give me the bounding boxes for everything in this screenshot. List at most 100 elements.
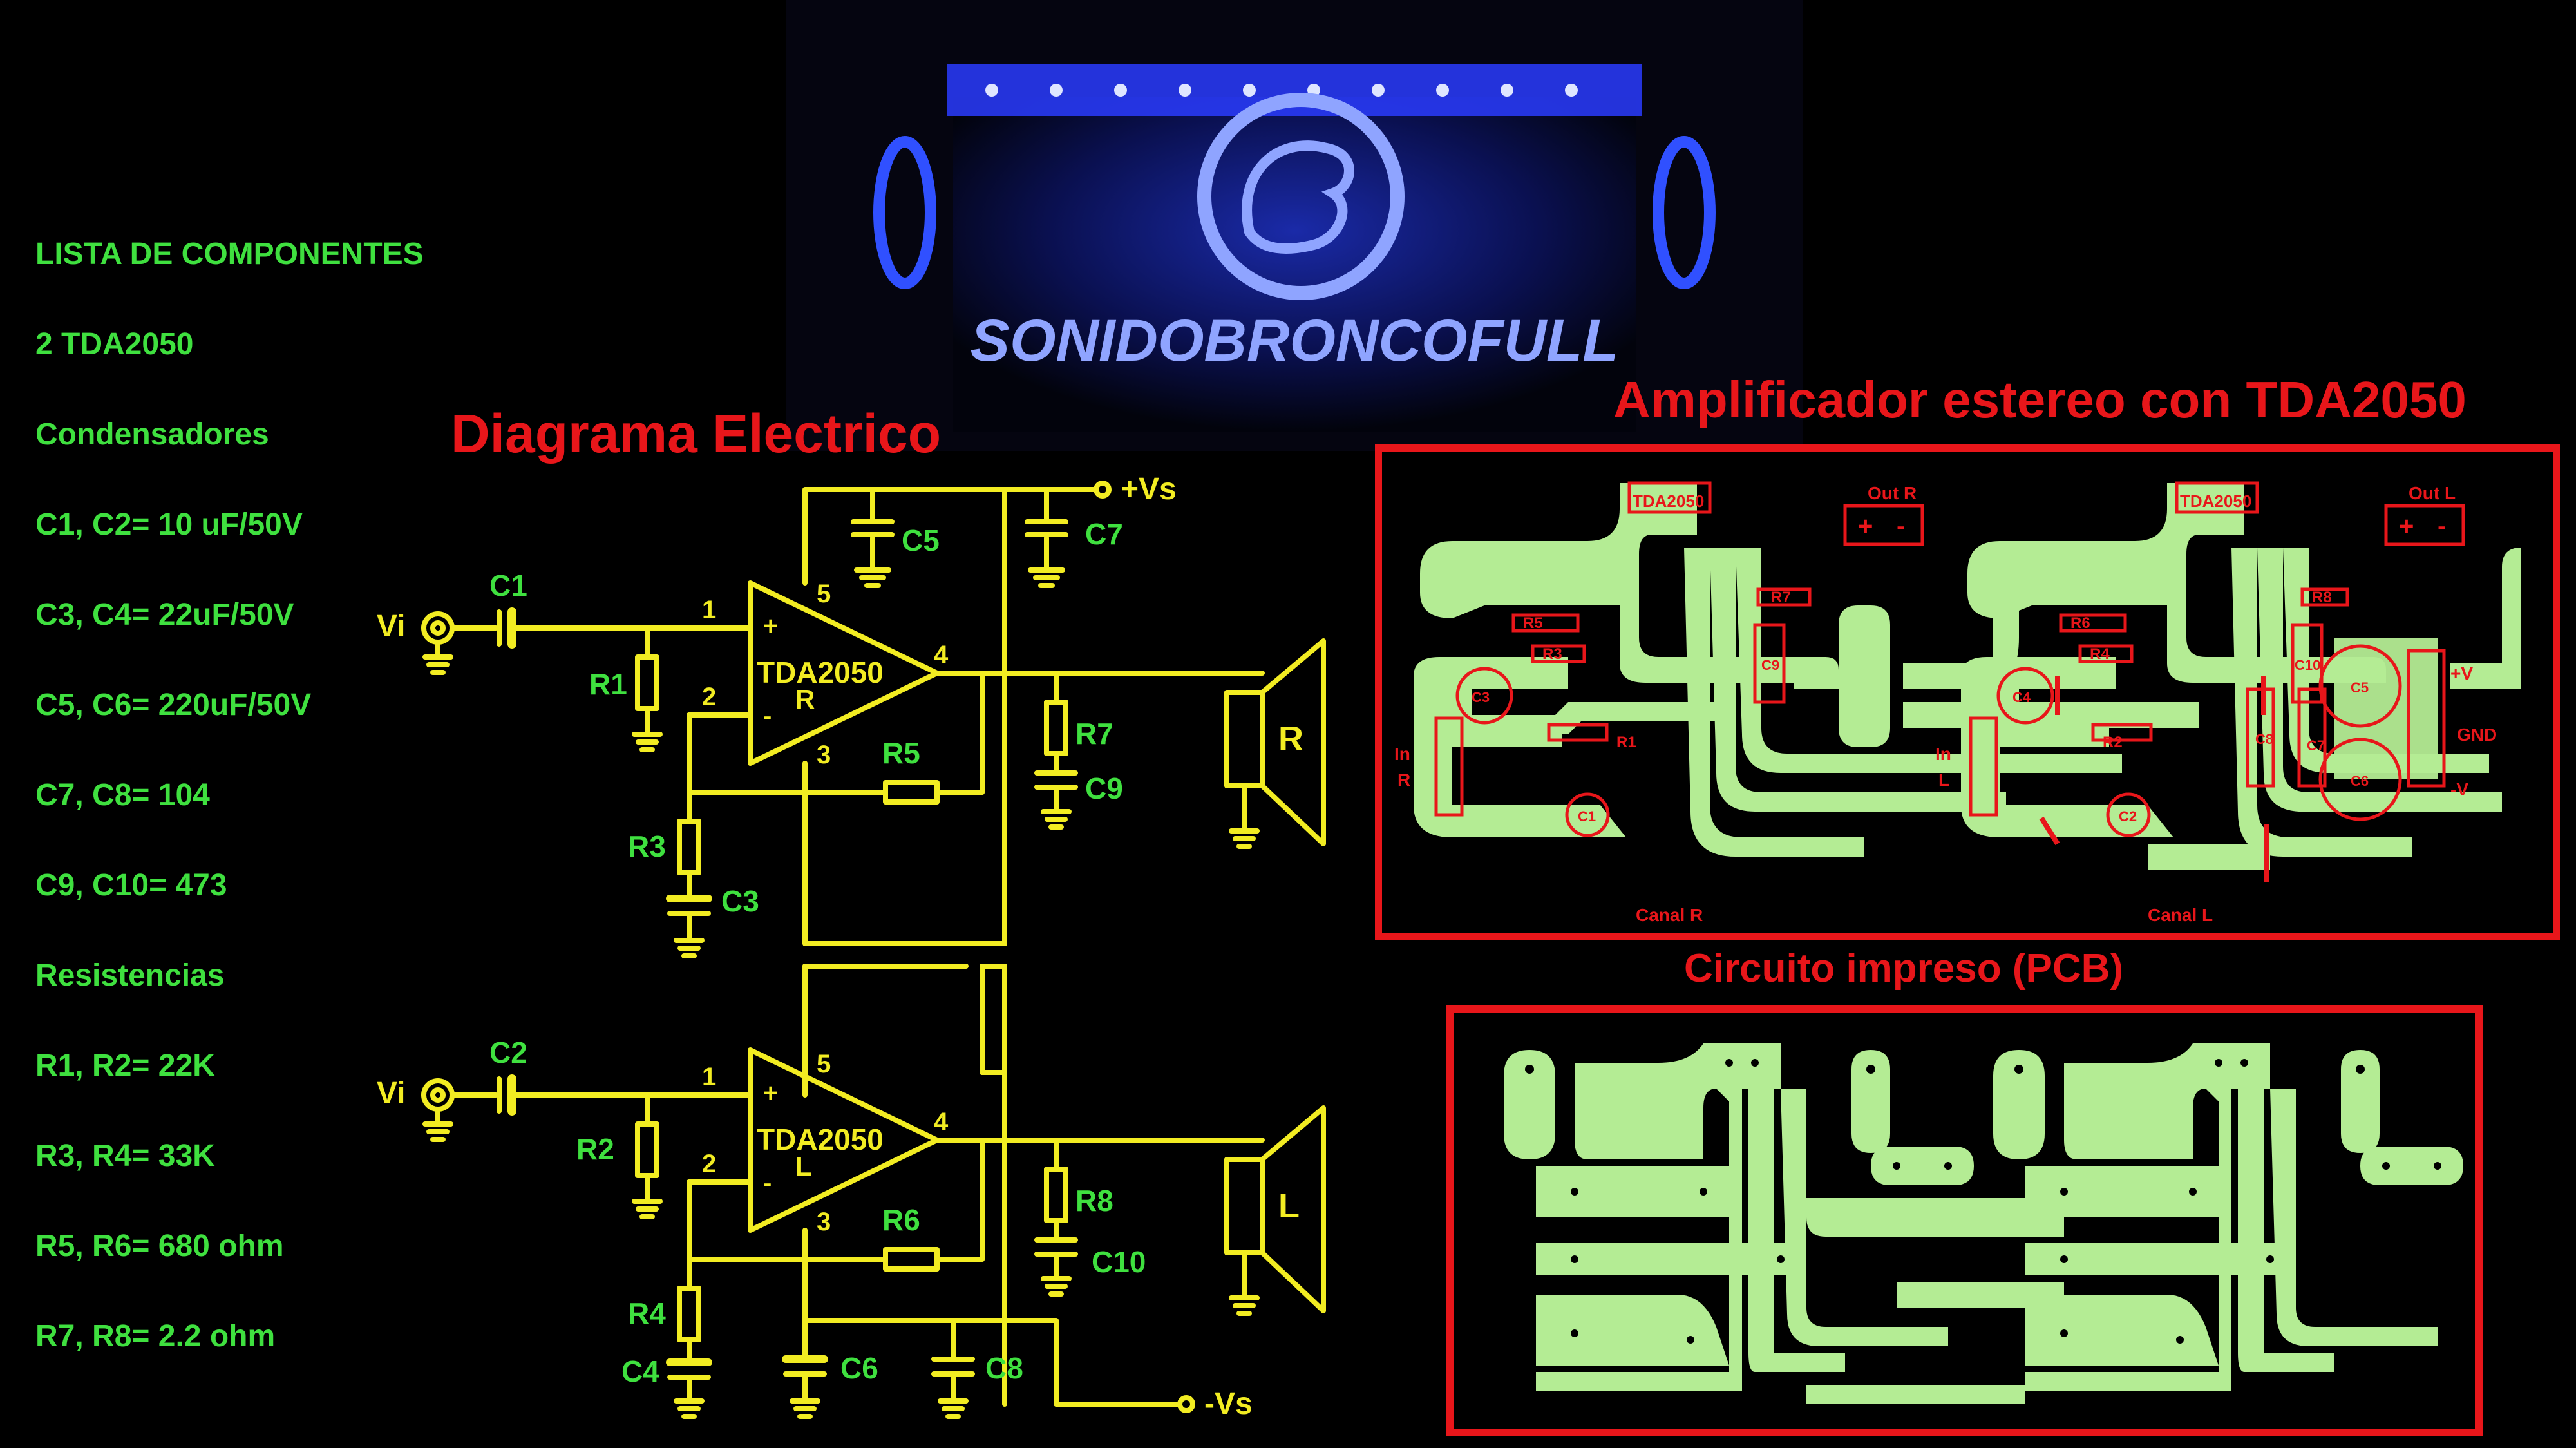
vs-pos-label: +Vs (1121, 472, 1177, 506)
pcb-c5: C5 (2351, 680, 2369, 696)
r7-label: R7 (1075, 717, 1113, 750)
component-item: 2 TDA2050 (35, 327, 194, 361)
out-l-label: Out L (2409, 483, 2456, 503)
pcb-r8: R8 (2312, 589, 2332, 606)
pcb-minus: - (1897, 512, 1905, 540)
opamp-minus: - (763, 1169, 772, 1197)
pin-label: 1 (702, 596, 716, 624)
component-item: C5, C6= 220uF/50V (35, 688, 312, 722)
pcb-r7: R7 (1771, 589, 1791, 606)
neg-v-label: -V (2450, 779, 2468, 799)
component-item: Resistencias (35, 958, 225, 993)
c5-label: C5 (902, 524, 940, 557)
input-l-label: Vi (377, 1076, 405, 1110)
ic-l-label: TDA2050 (757, 1123, 884, 1156)
pcb-plus: + (2399, 512, 2414, 540)
ic-l-channel: L (795, 1151, 812, 1181)
pcb-r5: R5 (1523, 614, 1543, 632)
pcb-c10: C10 (2295, 657, 2320, 673)
component-item: R1, R2= 22K (35, 1049, 215, 1083)
component-list-heading: LISTA DE COMPONENTES (35, 237, 424, 271)
pcb-c2: C2 (2119, 808, 2137, 824)
amplifier-title: Amplificador estereo con TDA2050 (1613, 371, 2467, 428)
speaker-r-label: R (1278, 719, 1303, 758)
pin-label: 1 (702, 1063, 716, 1091)
pin-label: 4 (934, 1108, 949, 1136)
pcb-title: Circuito impreso (PCB) (1684, 946, 2124, 991)
brand-text: SONIDOBRONCOFULL (971, 308, 1619, 374)
component-item: C9, C10= 473 (35, 868, 227, 902)
component-item: C7, C8= 104 (35, 778, 210, 812)
pcb-minus: - (2438, 512, 2446, 540)
canal-r-label: Canal R (1636, 905, 1703, 925)
input-r-label: Vi (377, 609, 405, 643)
pcb-c9: C9 (1761, 657, 1779, 673)
pcb-c8: C8 (2255, 731, 2273, 747)
in-r-label: R (1397, 770, 1410, 790)
pcb-r6: R6 (2070, 614, 2090, 632)
pcb-r4: R4 (2090, 645, 2110, 663)
pin-label: 2 (702, 1150, 716, 1178)
c9-label: C9 (1085, 772, 1123, 805)
pin-label: 2 (702, 683, 716, 711)
in-label: In (1935, 744, 1951, 764)
diagram-title: Diagrama Electrico (451, 403, 942, 464)
pcb-r2: R2 (2103, 734, 2123, 751)
pin-label: 5 (817, 1050, 831, 1078)
pcb-components-view: TDA2050 TDA2050 Out R Out L + - + - In R… (1375, 444, 2560, 940)
ic-r-label: TDA2050 (757, 656, 884, 689)
opamp-plus: + (763, 612, 778, 640)
pcb-plus: + (1858, 512, 1873, 540)
pin-label: 4 (934, 641, 949, 669)
c3-label: C3 (721, 884, 759, 918)
component-item: R3, R4= 33K (35, 1139, 215, 1173)
component-item: R7, R8= 2.2 ohm (35, 1319, 276, 1353)
pin-label: 3 (817, 1208, 831, 1236)
pcb-c4: C4 (2012, 689, 2031, 705)
component-item: C1, C2= 10 uF/50V (35, 508, 303, 542)
pcb-c6: C6 (2351, 773, 2369, 789)
gnd-label: GND (2457, 725, 2497, 745)
pos-v-label: +V (2450, 663, 2473, 683)
out-r-label: Out R (1868, 483, 1917, 503)
pcb-r1: R1 (1616, 734, 1636, 751)
opamp-minus: - (763, 702, 772, 730)
r3-label: R3 (628, 830, 666, 863)
in-l-label: L (1938, 770, 1949, 790)
pcb-c3: C3 (1472, 689, 1490, 705)
pcb-ic-label: TDA2050 (1633, 491, 1704, 511)
r8-label: R8 (1075, 1184, 1113, 1217)
pcb-c7: C7 (2307, 738, 2325, 754)
component-item: C3, C4= 22uF/50V (35, 598, 294, 632)
c8-label: C8 (985, 1351, 1023, 1385)
in-label: In (1394, 744, 1410, 764)
opamp-plus: + (763, 1079, 778, 1107)
component-item: Condensadores (35, 417, 269, 452)
c6-label: C6 (840, 1351, 878, 1385)
vs-neg-label: -Vs (1204, 1387, 1253, 1421)
c1-label: C1 (489, 569, 527, 602)
r2-label: R2 (576, 1132, 614, 1166)
pcb-bare-view (1446, 1005, 2483, 1436)
r6-label: R6 (882, 1203, 920, 1237)
ic-r-channel: R (795, 684, 815, 714)
r1-label: R1 (589, 667, 627, 701)
logo-photo: SONIDOBRONCOFULL (786, 0, 1803, 451)
pcb-ic-label: TDA2050 (2180, 491, 2251, 511)
pcb-r3: R3 (1542, 645, 1562, 663)
logo-graphic: SONIDOBRONCOFULL (873, 64, 1716, 432)
pin-label: 5 (817, 580, 831, 608)
c7-label: C7 (1085, 517, 1123, 551)
r4-label: R4 (628, 1297, 666, 1330)
r5-label: R5 (882, 736, 920, 770)
pcb-c1: C1 (1578, 808, 1596, 824)
c4-label: C4 (621, 1355, 659, 1388)
c2-label: C2 (489, 1036, 527, 1069)
speaker-l-label: L (1278, 1186, 1300, 1225)
pin-label: 3 (817, 741, 831, 769)
component-item: R5, R6= 680 ohm (35, 1229, 284, 1263)
canal-l-label: Canal L (2148, 905, 2213, 925)
c10-label: C10 (1092, 1245, 1146, 1279)
